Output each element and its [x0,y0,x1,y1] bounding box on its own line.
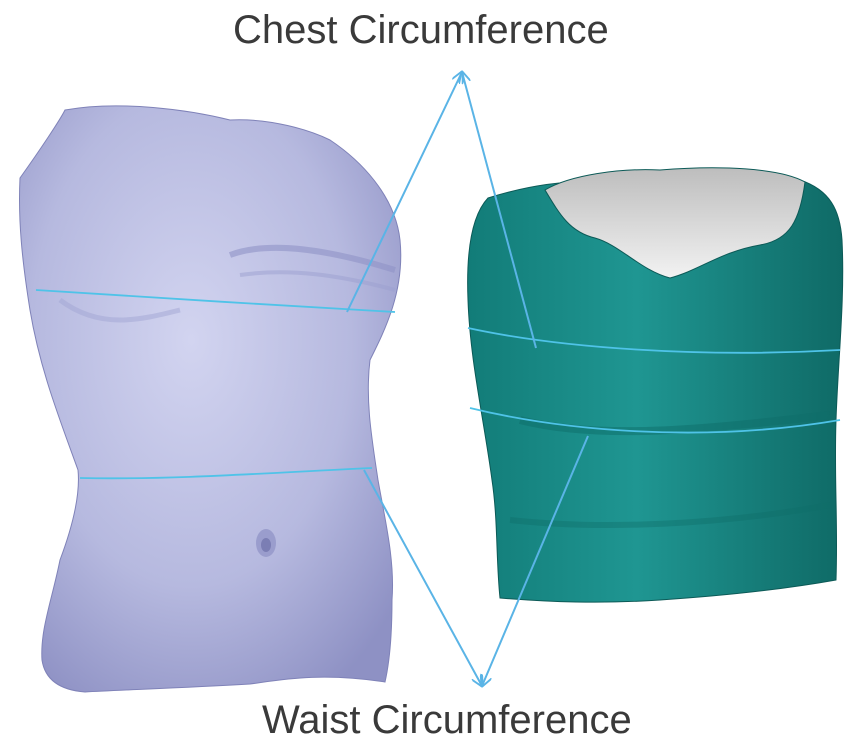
torso-figure [19,106,400,692]
chest-circumference-label: Chest Circumference [233,10,609,50]
torso-body [19,106,400,692]
garment-figure [468,168,843,602]
waist-circumference-label: Waist Circumference [262,700,632,740]
